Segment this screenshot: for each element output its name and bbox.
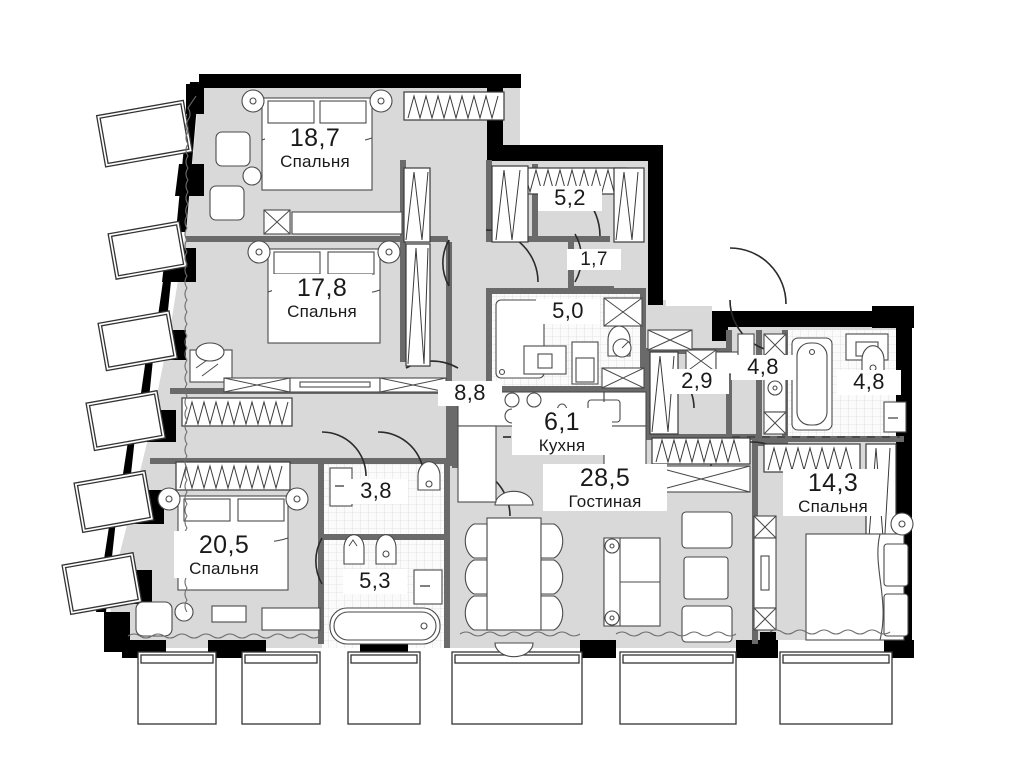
bed-bedroom-3 (157, 487, 309, 591)
plan-geometry (61, 74, 926, 725)
bottom-balcony-windows[interactable] (137, 651, 893, 725)
balcony-rail-hatching (127, 95, 891, 639)
tv-console-bedroom-2 (223, 377, 447, 393)
bed-bedroom-1 (241, 89, 393, 191)
tv-unit-bedroom-4 (753, 515, 777, 631)
bathroom-5-3-fixtures (329, 534, 443, 645)
dining-set-living-room (464, 490, 564, 658)
closet-hatches-bedroom (263, 209, 403, 235)
bed-bedroom-4 (805, 512, 914, 641)
left-balcony-windows[interactable] (61, 99, 194, 616)
sofa-living-room (603, 537, 661, 627)
wardrobe-symbols (175, 91, 897, 555)
armchairs-bedroom-1 (209, 131, 262, 221)
exterior-voids (660, 150, 926, 318)
armchairs-living-room (681, 511, 733, 643)
bathroom-4-8-fixtures (763, 333, 907, 435)
bed-bedroom-2 (247, 240, 401, 344)
desk-bedroom-2 (189, 342, 233, 383)
bathroom-5-0-fixtures (495, 299, 645, 389)
seating-bedroom-3 (135, 601, 321, 637)
